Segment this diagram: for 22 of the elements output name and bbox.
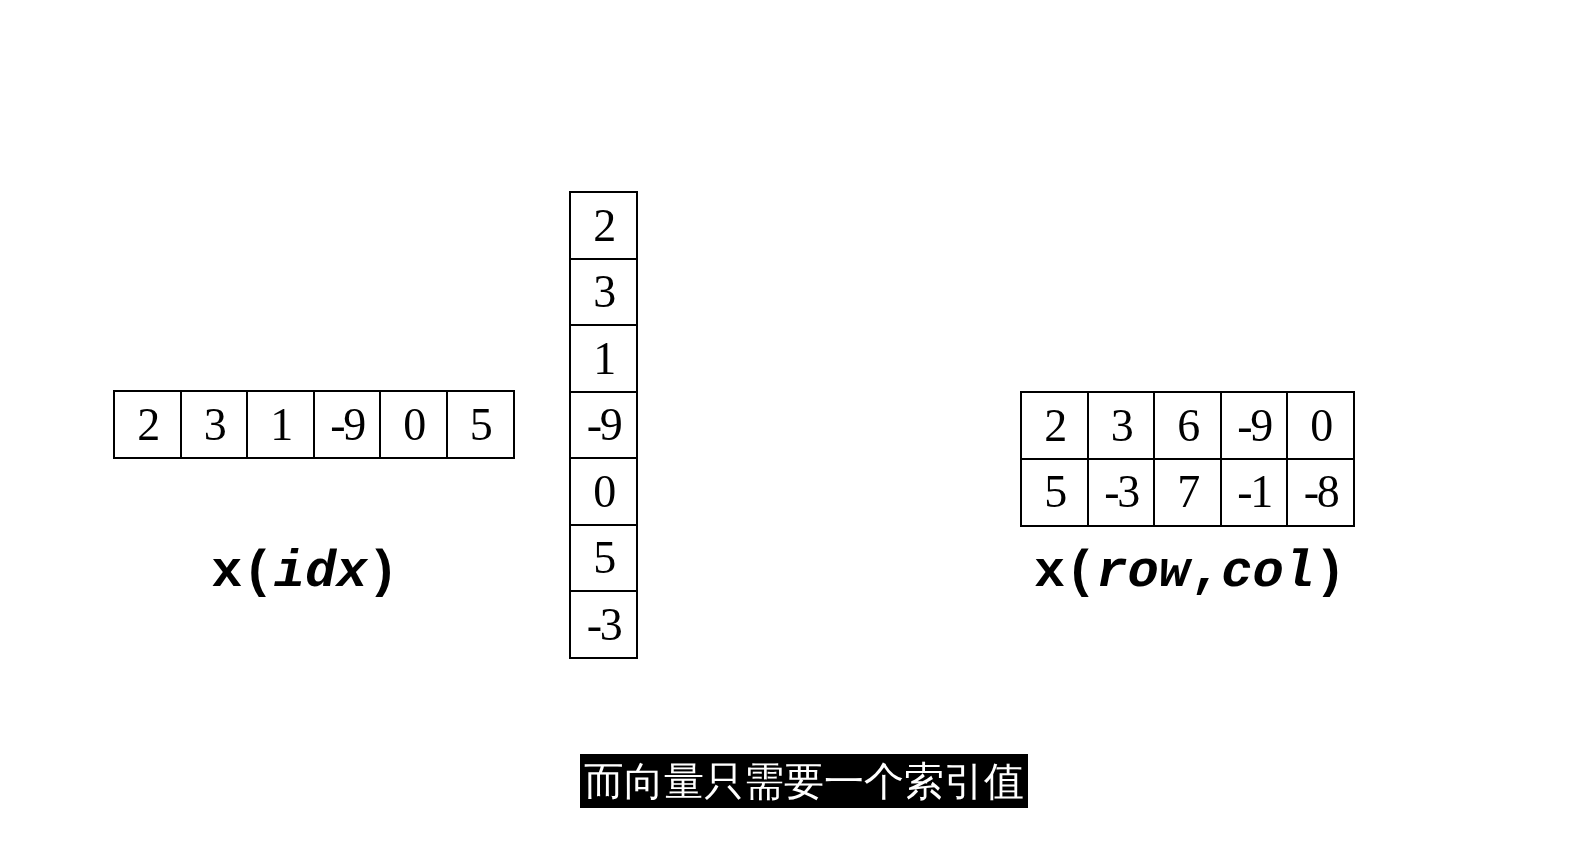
- array-cell: 6: [1153, 391, 1222, 460]
- array-cell: 0: [379, 390, 448, 459]
- array-cell: 5: [445, 390, 515, 459]
- array-cell: 2: [113, 390, 182, 459]
- array-cell: -8: [1286, 457, 1355, 527]
- array-cell: -3: [569, 590, 638, 659]
- array-cell: 1: [246, 390, 315, 459]
- index-notation: x(row,col): [1033, 547, 1347, 599]
- array-cell: 0: [1286, 391, 1355, 460]
- array-cell: 3: [179, 390, 249, 459]
- array-cell: -9: [569, 390, 638, 460]
- array-cell: 5: [1020, 457, 1089, 527]
- index-notation: x(idx): [211, 547, 399, 599]
- array-cell: 5: [569, 523, 638, 593]
- array-cell: 7: [1153, 457, 1222, 527]
- array-cell: -9: [312, 390, 382, 459]
- array-cell: 3: [569, 257, 638, 327]
- subtitle-caption: 而向量只需要一个索引值: [580, 754, 1028, 808]
- array-cell: 2: [1020, 391, 1089, 460]
- array-cell: 0: [569, 457, 638, 526]
- array-cell: 2: [569, 191, 638, 260]
- array-cell: 1: [569, 324, 638, 393]
